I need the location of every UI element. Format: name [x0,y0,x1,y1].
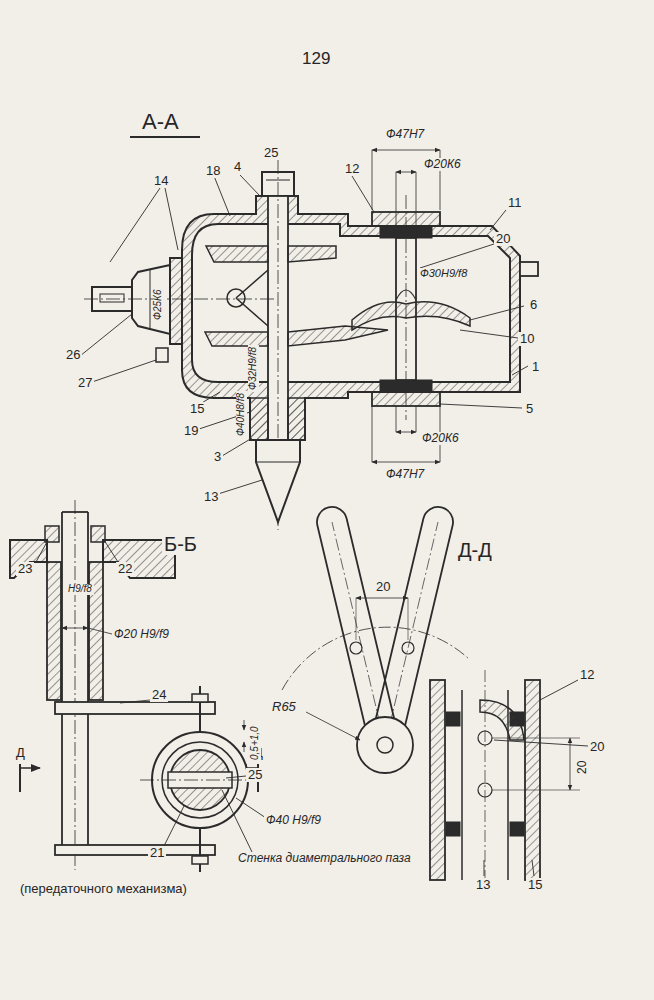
note-text: (передаточного механизма) [18,882,189,896]
dimension-label: Ф20 Н9/f9 [112,628,171,641]
dimension-label: 0,5+1,0 [250,724,261,762]
callout-number: 19 [182,424,200,438]
section-a-a [80,137,538,530]
section-title: Б-Б [162,534,199,555]
callout-number: 22 [116,562,134,576]
dimension-label: R65 [270,700,298,714]
section-b-b [10,500,266,872]
callout-number: 20 [576,759,589,776]
callout-number: 4 [232,160,243,174]
callout-number: 20 [588,740,606,754]
callout-number: 15 [188,402,206,416]
callout-number: 12 [343,162,361,176]
callout-number: 25 [262,146,280,160]
callout-number: 26 [64,348,82,362]
section-title: А-А [140,110,181,133]
dimension-label: Ф40Н8/f8 [236,391,247,438]
section-mark: Д [14,746,27,760]
callout-number: 6 [528,298,539,312]
callout-number: 11 [506,196,524,210]
dimension-label: Ф20К6 [420,432,461,445]
callout-number: 25 [246,768,264,782]
callout-number: 15 [526,878,544,892]
section-title: Д-Д [456,540,494,561]
callout-number: 20 [374,580,392,594]
callout-number: 14 [152,174,170,188]
dimension-label: Ф47Н7 [384,128,426,141]
dimension-label: Ф47Н7 [384,468,426,481]
dimension-label: Ф25К6 [153,287,164,322]
callout-number: 3 [212,450,223,464]
note-text: Стенка диаметрального паза [236,852,413,865]
callout-number: 13 [474,878,492,892]
callout-number: 10 [518,332,536,346]
page-number: 129 [300,50,332,68]
callout-number: 1 [530,360,541,374]
dimension-label: Ф20К6 [422,158,463,171]
callout-number: 27 [76,376,94,390]
callout-number: 24 [150,688,168,702]
callout-number: 18 [204,164,222,178]
callout-number: 20 [494,232,512,246]
section-d-d [282,507,588,885]
callout-number: 13 [202,490,220,504]
callout-number: 23 [16,562,34,576]
callout-number: 5 [524,402,535,416]
dimension-label: Н9/f8 [66,584,94,595]
callout-number: 21 [148,846,166,860]
dimension-label: Ф30Н9/f8 [418,268,469,280]
dimension-label: Ф32Н9/f8 [248,345,259,392]
dimension-label: Ф40 Н9/f9 [264,814,323,827]
callout-number: 12 [578,668,596,682]
